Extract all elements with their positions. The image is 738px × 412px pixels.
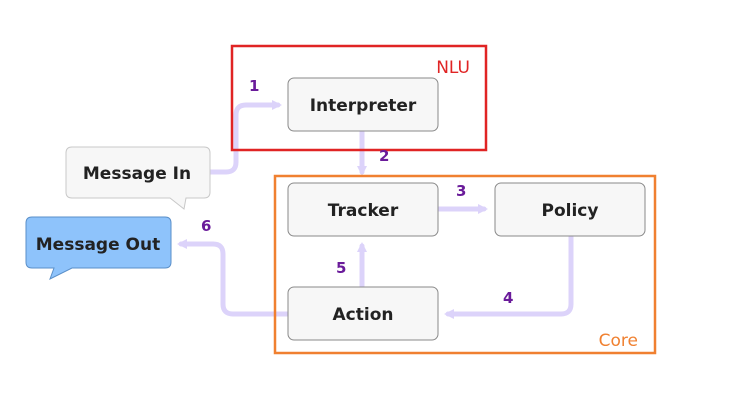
arrow-action-to-message-out [177, 239, 291, 317]
node-action[interactable]: Action [287, 286, 439, 341]
step-labels: 1 2 3 4 5 6 [201, 77, 513, 307]
nlu-group-label: NLU [436, 58, 470, 78]
node-interpreter-label: Interpreter [310, 96, 417, 116]
node-message-in-label: Message In [83, 164, 191, 184]
core-group-box [273, 174, 657, 355]
node-tracker-label: Tracker [328, 201, 399, 221]
step-label-2: 2 [379, 147, 389, 165]
step-label-1: 1 [249, 77, 259, 95]
node-tracker[interactable]: Tracker [287, 182, 439, 237]
step-label-4: 4 [503, 289, 513, 307]
arrow-policy-to-action [444, 233, 574, 319]
node-action-label: Action [333, 305, 394, 325]
nlu-group-box [230, 44, 488, 152]
step-label-3: 3 [456, 182, 466, 200]
node-message-in[interactable]: Message In [65, 146, 211, 210]
node-policy[interactable]: Policy [494, 182, 646, 237]
arrow-message-in-to-interpreter [207, 100, 282, 175]
node-message-out-label: Message Out [36, 235, 160, 255]
step-label-6: 6 [201, 217, 211, 235]
node-message-out[interactable]: Message Out [25, 216, 172, 281]
core-group-label: Core [599, 331, 638, 351]
step-label-5: 5 [336, 259, 346, 277]
connector-arrows [177, 100, 574, 319]
node-policy-label: Policy [542, 201, 599, 221]
node-interpreter[interactable]: Interpreter [287, 77, 439, 132]
